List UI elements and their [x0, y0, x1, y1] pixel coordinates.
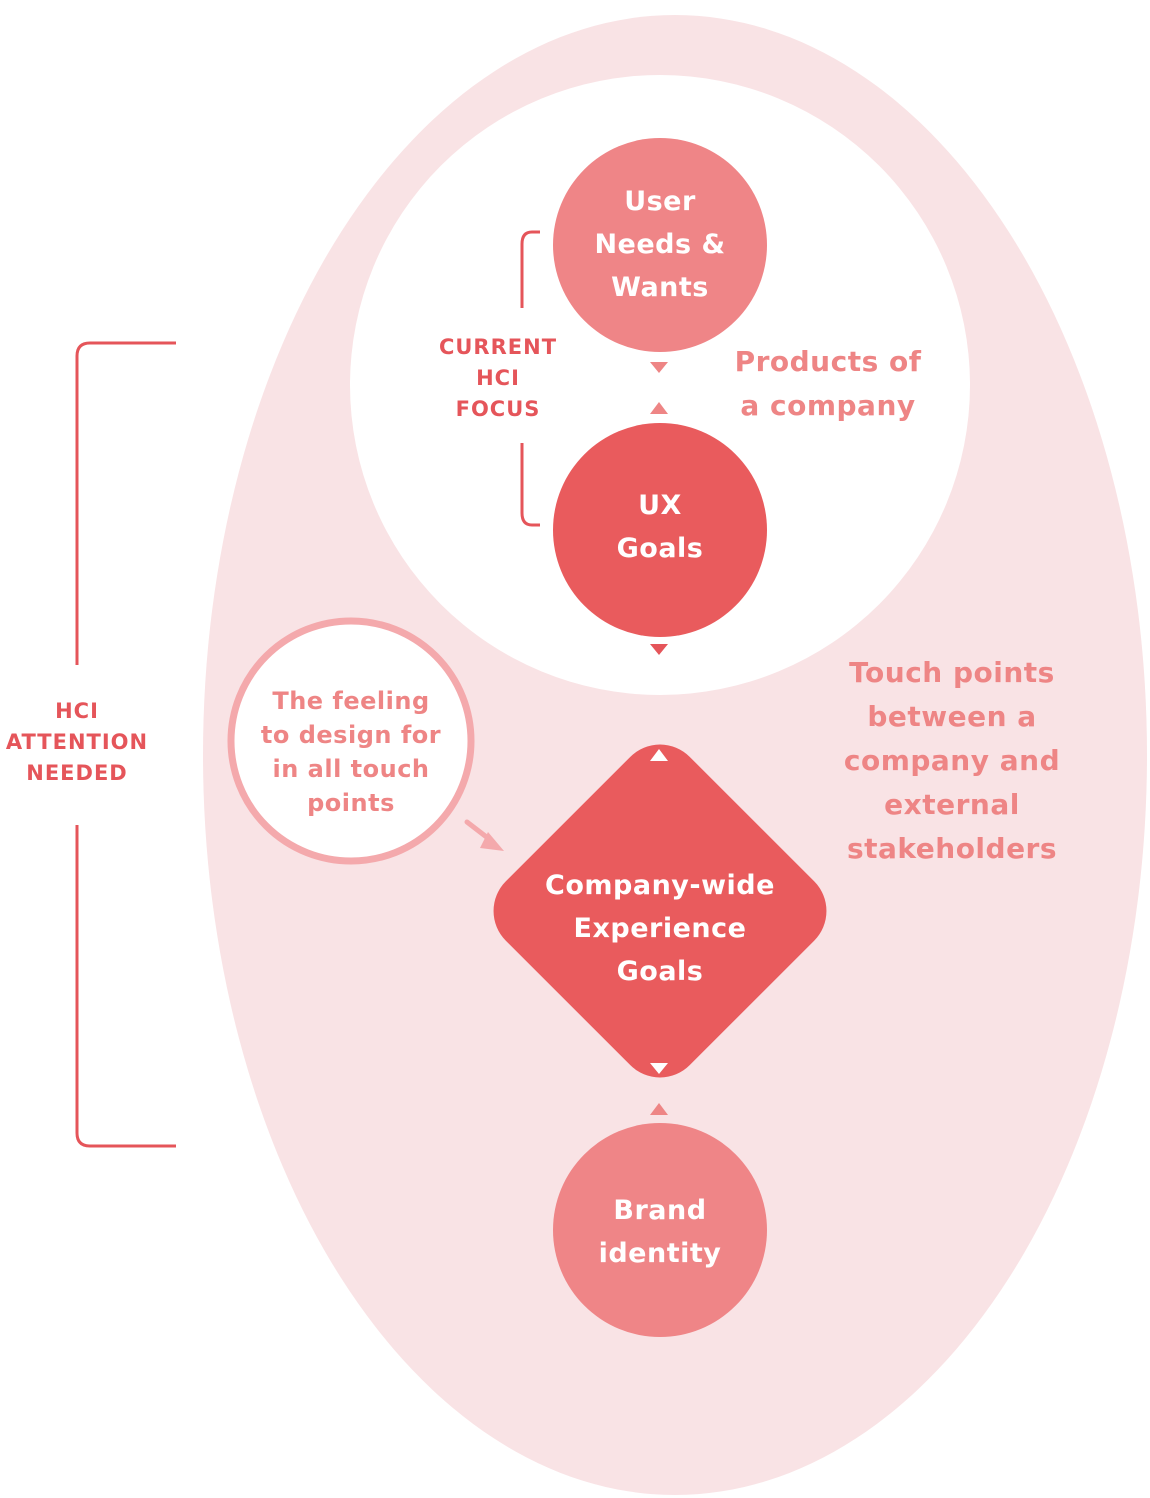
- current-focus-bracket-bottom: [520, 443, 540, 527]
- user-needs-label: User Needs & Wants: [594, 186, 726, 303]
- current-focus-bracket: [520, 230, 540, 308]
- triangle-arrow-icon: [650, 402, 668, 414]
- feeling-label: The feeling to design for in all touch p…: [260, 687, 442, 817]
- current-focus-label: CURRENT HCI FOCUS: [438, 335, 558, 421]
- company-goals-node: [493, 744, 827, 1078]
- feeling-ring: [227, 617, 475, 865]
- brand-identity-label: Brand identity: [598, 1195, 722, 1269]
- attention-bracket-bottom: [75, 825, 176, 1148]
- ux-goals-label: UX Goals: [616, 490, 704, 564]
- ux-goals-node: [553, 423, 767, 637]
- inner-circle: [350, 75, 970, 695]
- attention-needed-label: HCI ATTENTION NEEDED: [5, 699, 149, 785]
- triangle-arrow-icon: [650, 1063, 668, 1074]
- touch-points-label: Touch points between a company and exter…: [843, 656, 1061, 865]
- triangle-arrow-icon: [650, 362, 668, 373]
- products-label: Products of a company: [734, 345, 922, 422]
- diagonal-arrow-icon: [464, 819, 504, 851]
- brand-identity-node: [553, 1123, 767, 1337]
- triangle-arrow-icon: [650, 1103, 668, 1115]
- company-goals-label: Company-wide Experience Goals: [545, 870, 775, 987]
- triangle-arrow-icon: [650, 749, 668, 761]
- attention-bracket-top: [75, 341, 176, 665]
- triangle-arrow-icon: [650, 644, 668, 655]
- user-needs-node: [553, 138, 767, 352]
